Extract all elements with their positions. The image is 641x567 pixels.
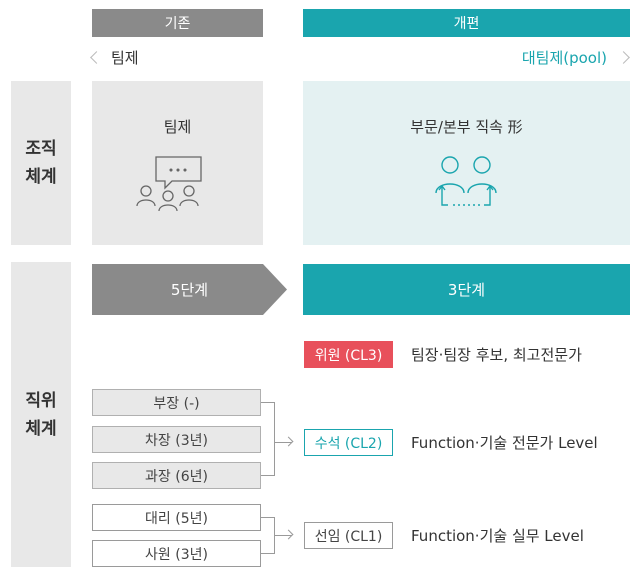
old-level-bujang: 부장 (-) bbox=[92, 389, 261, 416]
cl2-badge: 수석 (CL2) bbox=[304, 429, 393, 456]
left-chevron-icon bbox=[90, 51, 103, 64]
connector-bracket-lower bbox=[261, 517, 275, 554]
people-pool-icon bbox=[435, 156, 497, 206]
connector-bracket-upper bbox=[261, 402, 275, 476]
row-label-org: 조직 체계 bbox=[11, 81, 71, 245]
arrow-right-icon bbox=[283, 436, 294, 447]
header-existing-label: 기존 bbox=[164, 16, 191, 32]
team-meeting-icon bbox=[136, 156, 202, 212]
cl1-description: Function·기술 실무 Level bbox=[411, 527, 584, 545]
header-reorganized: 개편 bbox=[303, 9, 630, 37]
new-level-banner: 3단계 bbox=[303, 264, 630, 315]
cl1-badge: 선임 (CL1) bbox=[304, 522, 393, 549]
arrow-right-icon bbox=[283, 529, 294, 540]
row-label-rank: 직위 체계 bbox=[11, 262, 71, 567]
old-level-chajang: 차장 (3년) bbox=[92, 426, 261, 453]
header-reorganized-label: 개편 bbox=[453, 16, 480, 32]
connector-line-upper bbox=[275, 442, 292, 443]
old-level-banner: 5단계 bbox=[92, 264, 287, 315]
cl3-badge: 위원 (CL3) bbox=[304, 341, 393, 368]
old-level-sawon: 사원 (3년) bbox=[92, 540, 261, 567]
subheader-right: 대팀제(pool) bbox=[521, 49, 607, 67]
old-level-daeri: 대리 (5년) bbox=[92, 504, 261, 531]
header-existing: 기존 bbox=[92, 9, 263, 37]
cl3-description: 팀장·팀장 후보, 최고전문가 bbox=[411, 346, 582, 364]
right-chevron-icon bbox=[617, 51, 630, 64]
subheader-left: 팀제 bbox=[111, 49, 139, 67]
org-new-title: 부문/본부 직속 形 bbox=[410, 118, 523, 136]
org-new-panel: 부문/본부 직속 形 bbox=[303, 81, 630, 245]
connector-line-lower bbox=[275, 535, 292, 536]
org-old-title: 팀제 bbox=[163, 118, 192, 136]
cl2-description: Function·기술 전문가 Level bbox=[411, 434, 598, 452]
old-level-gwajang: 과장 (6년) bbox=[92, 462, 261, 489]
org-old-panel: 팀제 bbox=[92, 81, 263, 245]
